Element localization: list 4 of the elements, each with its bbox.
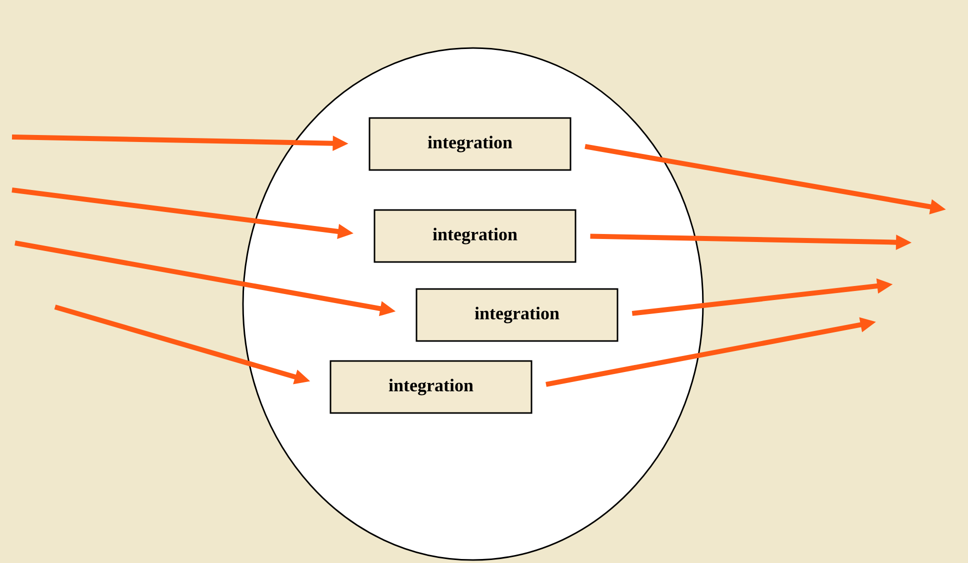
process-box: integration [416,288,618,342]
process-box: integration [374,209,576,263]
process-box: integration [330,360,532,414]
process-box: integration [368,117,572,171]
